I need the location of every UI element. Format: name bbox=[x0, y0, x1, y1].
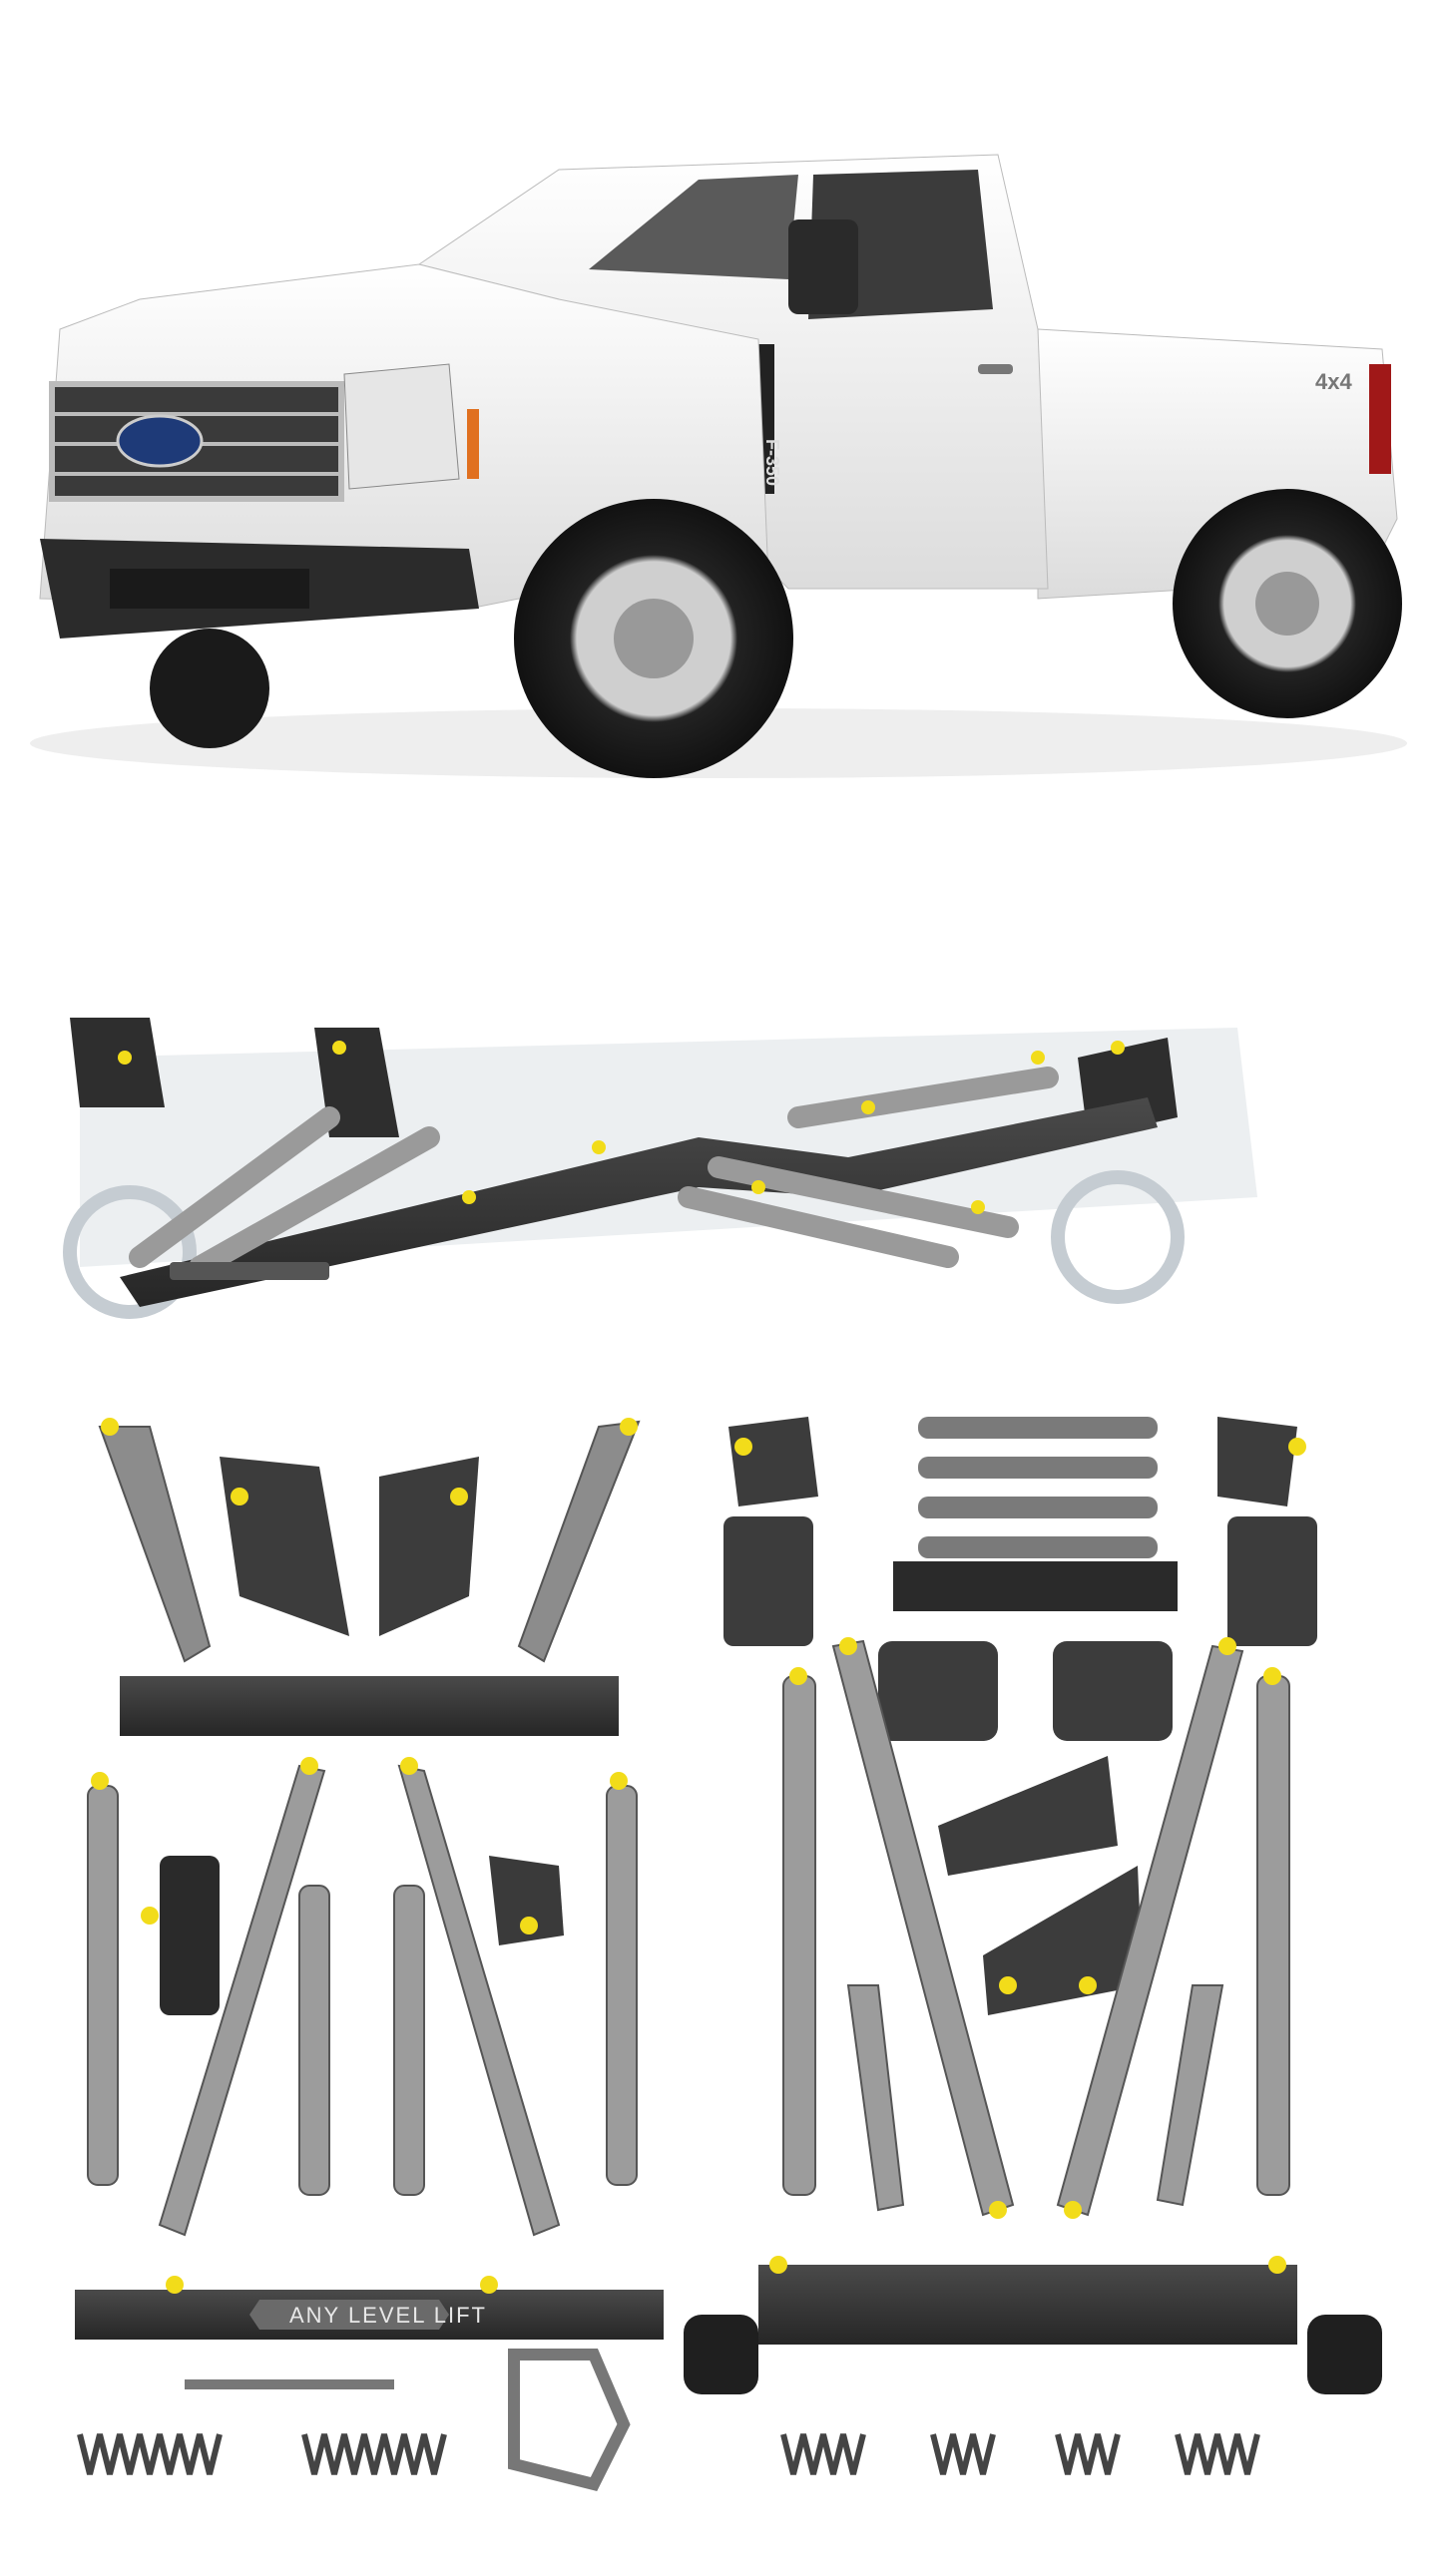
far-front-wheel bbox=[150, 629, 269, 748]
tail-light bbox=[1369, 364, 1391, 474]
front-fasteners bbox=[91, 1418, 638, 2294]
rear-kit-parts bbox=[684, 1417, 1382, 2475]
rear-hub bbox=[1255, 572, 1319, 636]
ghost-wheel-rear bbox=[1051, 1170, 1185, 1304]
rear-bump-springs bbox=[780, 2433, 1260, 2475]
brand-logo: ANY LEVEL LIFT bbox=[289, 2303, 487, 2328]
rear-fasteners bbox=[734, 1438, 1306, 2274]
license-plate-area bbox=[110, 569, 309, 609]
track-bar-bracket bbox=[489, 1856, 564, 1945]
side-mirror bbox=[788, 219, 858, 314]
frame-brackets bbox=[220, 1457, 479, 1636]
front-hub bbox=[614, 599, 694, 678]
drive-badge: 4x4 bbox=[1315, 369, 1352, 394]
steering-damper bbox=[185, 2379, 394, 2389]
pickup-truck: 4x4 F-350 bbox=[30, 154, 1407, 778]
rear-brackets bbox=[723, 1417, 1317, 2015]
chassis-logo-plate bbox=[170, 1262, 329, 1280]
front-control-arms bbox=[87, 1764, 638, 2237]
air-bags bbox=[684, 2315, 1382, 2394]
front-coil-springs bbox=[77, 2433, 447, 2475]
headlight bbox=[343, 363, 460, 490]
front-track-bar: ANY LEVEL LIFT bbox=[75, 2290, 664, 2340]
logo-plate bbox=[249, 2300, 449, 2330]
rear-shock-links bbox=[918, 1417, 1158, 1558]
chassis-assembly-render bbox=[63, 1018, 1257, 1319]
steering-stabilizer-reservoir bbox=[160, 1856, 220, 2015]
front-kit-parts: ANY LEVEL LIFT bbox=[75, 1418, 664, 2491]
steering-box-bracket bbox=[508, 2349, 631, 2491]
ghost-wheel-front bbox=[63, 1185, 197, 1319]
brand-emblem bbox=[116, 414, 204, 468]
link-arms bbox=[129, 1067, 1059, 1278]
chassis-fasteners bbox=[118, 1041, 1125, 1214]
windshield bbox=[589, 175, 798, 279]
rear-axle-crossmember bbox=[758, 2265, 1297, 2345]
crossmember-assembly bbox=[120, 1097, 1158, 1307]
radius-arms bbox=[98, 1420, 641, 1663]
door-handle bbox=[978, 364, 1013, 374]
marker-light bbox=[467, 409, 479, 479]
front-crossmember bbox=[120, 1676, 619, 1736]
vehicle-badge: F-350 bbox=[762, 439, 782, 486]
